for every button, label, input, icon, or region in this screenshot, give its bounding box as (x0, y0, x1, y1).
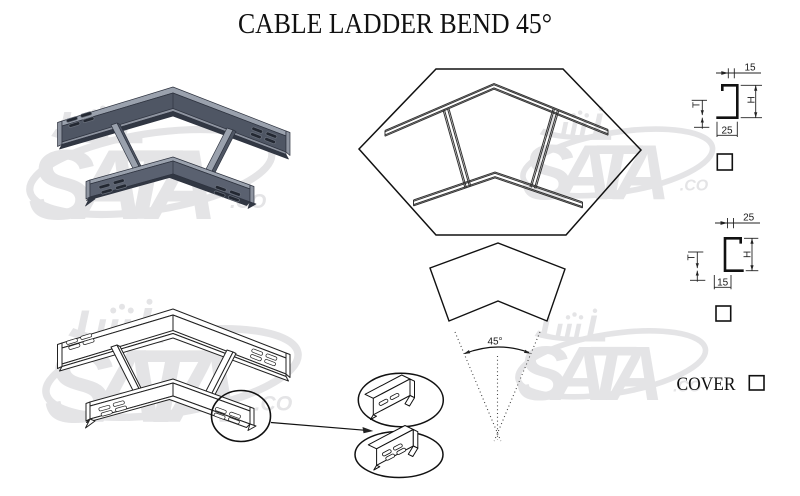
dim-bottom-width: 15 (717, 277, 729, 288)
hexagon-border (357, 68, 643, 236)
dim-thickness: T (692, 102, 703, 108)
channel-piece-2 (367, 425, 419, 471)
plan-view (357, 68, 643, 236)
dim-top-width: 25 (743, 213, 755, 224)
cover-square (748, 374, 765, 391)
bend-angle-view: 45° (429, 242, 566, 442)
option-square-bottom (715, 305, 732, 322)
detail-view-1 (357, 372, 445, 428)
cover-label: COVER (677, 375, 737, 395)
sata-watermark (518, 106, 718, 217)
dim-bottom-width: 25 (721, 125, 733, 136)
dim-top-width: 15 (744, 63, 756, 74)
leader-arrowhead (362, 427, 374, 434)
sata-watermark (513, 308, 711, 418)
dim-height: H (747, 96, 758, 103)
page-title: CABLE LADDER BEND 45° (238, 8, 552, 40)
dim-height: H (743, 251, 754, 258)
dim-thickness: T (687, 254, 698, 260)
angle-label: 45° (487, 337, 502, 348)
cover-option: COVER (677, 374, 765, 395)
profile-section-bottom: 25 H T 15 (687, 213, 760, 322)
channel-piece-1 (364, 374, 415, 420)
profile-section-top: 15 H T 25 (692, 63, 762, 171)
plan-ladder (384, 82, 609, 209)
bend-chevron (429, 242, 566, 322)
detail-ellipse-1 (357, 372, 445, 428)
detail-callout (210, 389, 374, 443)
callout-ellipse (210, 389, 272, 443)
detail-view-2 (354, 425, 444, 479)
option-square-top (716, 153, 734, 171)
